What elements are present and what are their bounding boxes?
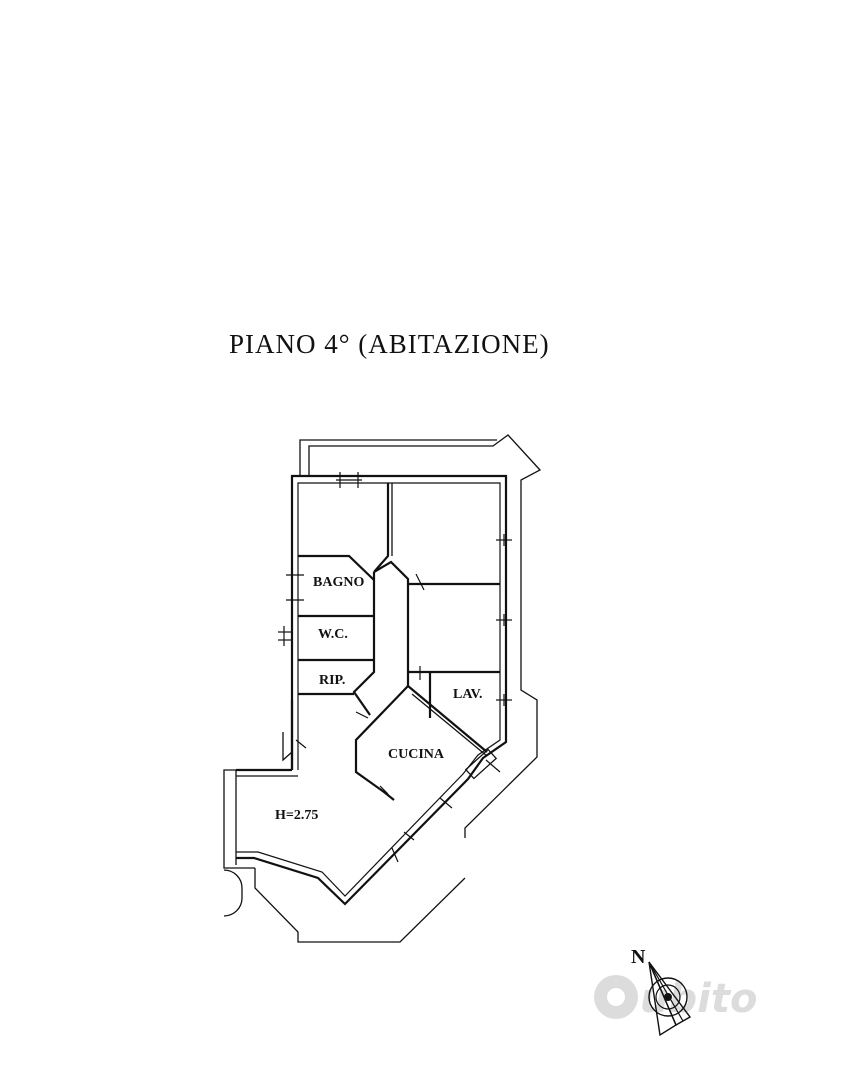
room-label-rip: RIP. <box>319 673 345 688</box>
room-label-wc: W.C. <box>318 627 348 642</box>
north-label: N <box>631 946 646 968</box>
compass-icon: N <box>631 946 692 1037</box>
plan-title: PIANO 4° (ABITAZIONE) <box>229 329 550 359</box>
terrace-outline <box>299 434 542 838</box>
window-marks <box>278 472 512 863</box>
south-balcony-outline <box>223 769 466 943</box>
subito-logo-icon <box>594 975 638 1019</box>
room-height-label: H=2.75 <box>275 808 318 823</box>
room-label-cucina: CUCINA <box>388 747 445 762</box>
room-label-lav: LAV. <box>453 687 482 702</box>
interior-walls <box>290 483 500 801</box>
room-label-bagno: BAGNO <box>313 575 364 590</box>
outer-walls <box>236 474 508 906</box>
